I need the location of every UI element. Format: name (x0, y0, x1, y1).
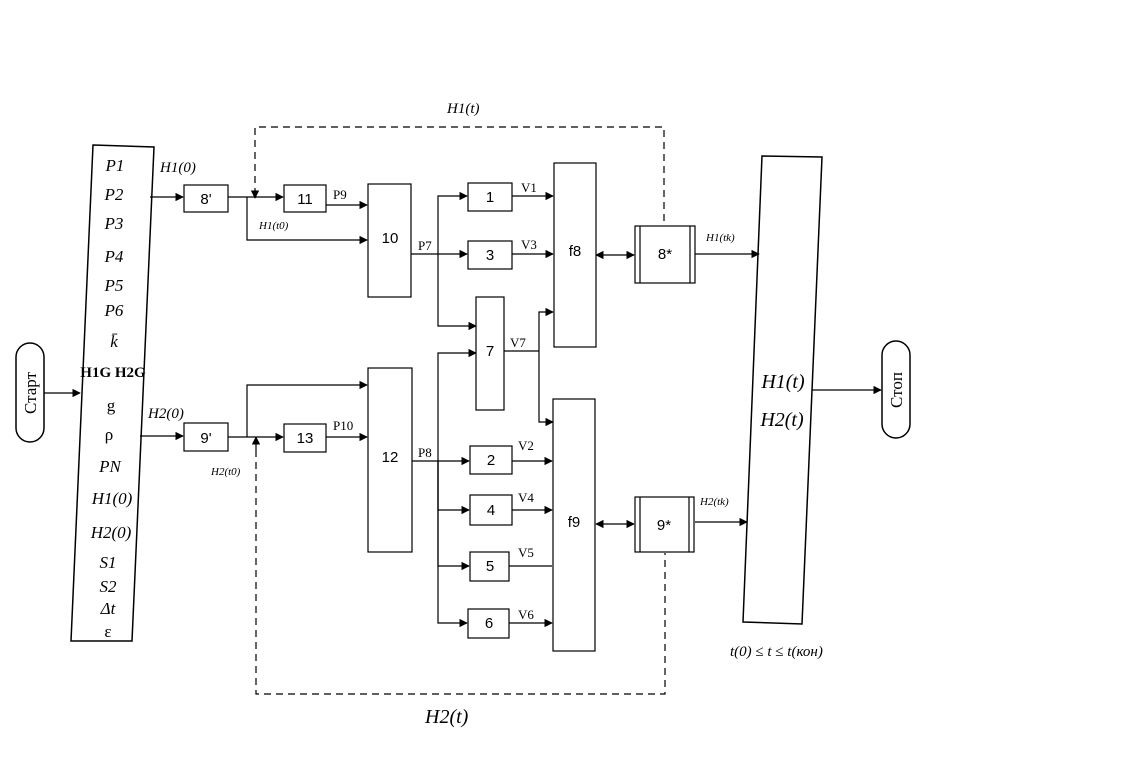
param-pn: PN (98, 457, 122, 476)
block-1-label: 1 (486, 189, 494, 206)
block-7-label: 7 (486, 343, 494, 360)
block-3-label: 3 (486, 247, 494, 264)
block-f9-label: f9 (568, 514, 581, 531)
block-2 (469, 445, 513, 475)
region-h2-boundary (255, 438, 666, 695)
signal-v2: V2 (518, 438, 534, 453)
output-block (742, 155, 823, 625)
block-7 (475, 296, 505, 411)
block-1 (467, 182, 513, 212)
signal-v5: V5 (518, 545, 534, 560)
signal-p7: P7 (418, 238, 432, 253)
stop-label: Стоп (887, 372, 906, 408)
block-4 (469, 494, 513, 526)
block-10-label: 10 (382, 230, 399, 247)
region-h1-title: H1(t) (446, 101, 480, 117)
signal-v7: V7 (510, 335, 526, 350)
signal-p9: P9 (333, 187, 347, 202)
block-5 (469, 551, 510, 582)
param-g: g (107, 396, 116, 415)
label-h1-init: H1(0) (159, 160, 196, 176)
output-h2: H2(t) (759, 409, 804, 431)
block-12-label: 12 (382, 449, 399, 466)
signal-p8: P8 (418, 445, 432, 460)
param-s2: S2 (100, 577, 118, 596)
time-range-label: t(0) ≤ t ≤ t(кон) (730, 644, 823, 660)
block-11-label: 11 (297, 191, 313, 208)
block-f8 (553, 162, 597, 348)
block-9-prime (183, 422, 229, 452)
block-8-star-label: 8* (658, 246, 672, 263)
label-h2-tk: H2(tk) (699, 496, 729, 508)
block-3 (467, 240, 513, 270)
block-5-label: 5 (486, 558, 494, 575)
param-p1: P1 (105, 156, 125, 175)
block-8-star (634, 225, 696, 284)
stop-terminal: Стоп (881, 340, 911, 439)
block-6-label: 6 (485, 615, 493, 632)
block-6 (467, 608, 510, 639)
block-11 (283, 184, 327, 213)
signal-p10: P10 (333, 418, 353, 433)
start-terminal: Старт (15, 342, 45, 443)
signal-v1: V1 (521, 180, 537, 195)
block-8-prime-label: 8' (200, 191, 211, 208)
param-dt: Δt (100, 599, 117, 618)
param-p4: P4 (104, 247, 124, 266)
block-9-star-label: 9* (657, 517, 671, 534)
signal-v6: V6 (518, 607, 534, 622)
param-k-bar: k̄ (110, 332, 118, 351)
start-label: Старт (21, 371, 40, 414)
output-h1: H1(t) (760, 371, 805, 393)
param-s1: S1 (100, 553, 117, 572)
param-p2: P2 (104, 185, 124, 204)
signal-v3: V3 (521, 237, 537, 252)
block-13-label: 13 (297, 430, 314, 447)
input-parameter-list: P1 P2 P3 P4 P5 P6 k̄ H1G H2G g ρ PN H1(0… (80, 156, 146, 641)
block-13 (283, 423, 327, 453)
label-h2-init: H2(0) (147, 406, 184, 422)
label-h1-tk: H1(tk) (705, 232, 735, 244)
signal-v4: V4 (518, 490, 534, 505)
block-f8-label: f8 (569, 243, 582, 260)
block-10 (367, 183, 412, 298)
block-9-star (634, 496, 695, 553)
param-p6: P6 (104, 301, 124, 320)
param-h1-0: H1(0) (91, 489, 133, 508)
block-12 (367, 367, 413, 553)
block-4-label: 4 (487, 502, 495, 519)
param-rho: ρ (105, 425, 113, 444)
param-p3: P3 (104, 214, 124, 233)
input-parameters-block (70, 144, 155, 642)
block-f9 (552, 398, 596, 652)
region-h2-title: H2(t) (424, 706, 469, 728)
label-h1-t0: H1(t0) (258, 220, 289, 232)
block-9-prime-label: 9' (200, 430, 211, 447)
param-h2-0: H2(0) (90, 523, 132, 542)
block-8-prime (183, 184, 229, 213)
param-hg: H1G H2G (80, 365, 146, 381)
block-2-label: 2 (487, 452, 495, 469)
param-p5: P5 (104, 276, 124, 295)
label-h2-t0: H2(t0) (210, 466, 241, 478)
param-eps: ε (104, 622, 111, 641)
